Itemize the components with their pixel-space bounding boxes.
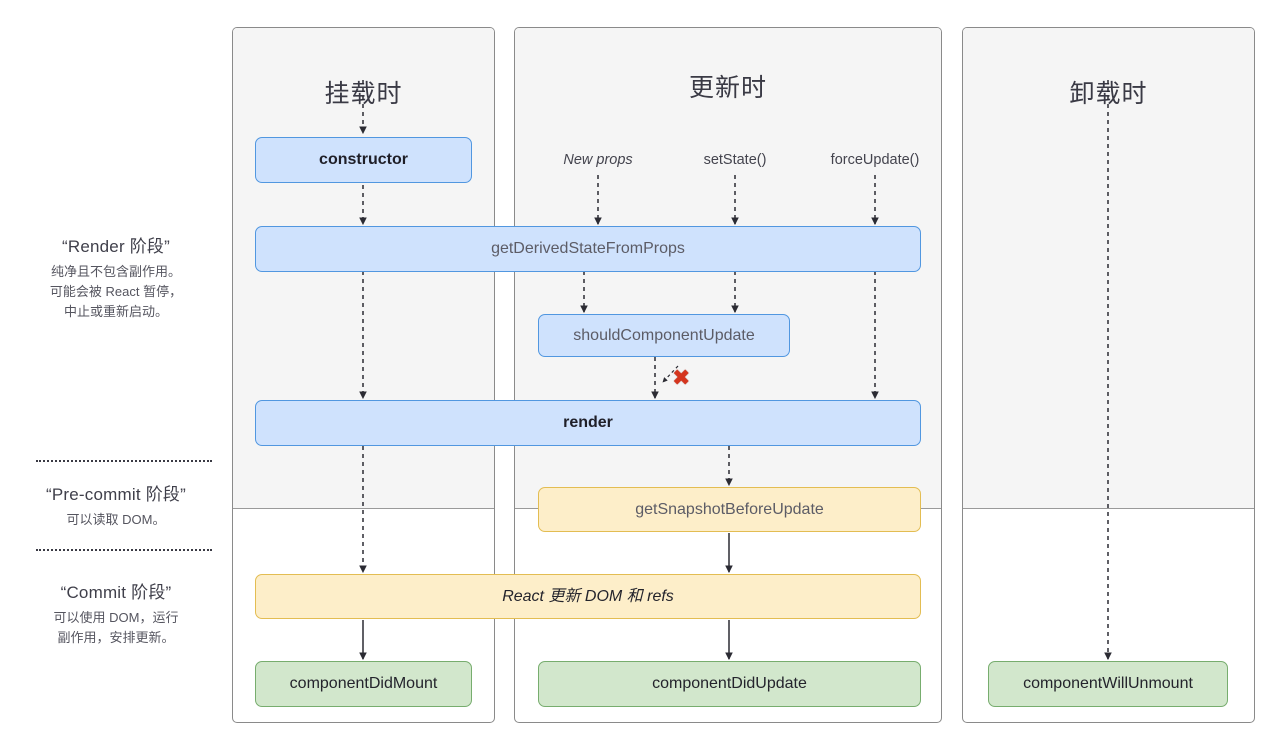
legend-commit-phase: “Commit 阶段” 可以使用 DOM，运行副作用，安排更新。 [8,578,224,648]
legend-pre-commit-phase: “Pre-commit 阶段” 可以读取 DOM。 [8,480,224,530]
node-react-updates-dom-and-refs[interactable]: React 更新 DOM 和 refs [255,574,921,619]
node-constructor[interactable]: constructor [255,137,472,183]
node-render[interactable]: render [255,400,921,446]
legend-body: 可以读取 DOM。 [66,512,166,527]
node-component-did-mount[interactable]: componentDidMount [255,661,472,707]
trigger-set-state: setState() [703,152,767,168]
column-title: 更新时 [688,74,767,102]
legend-render-phase: “Render 阶段” 纯净且不包含副作用。可能会被 React 暂停，中止或重… [8,232,224,322]
column-unmounting: 卸载时 [962,27,1255,723]
legend-body: 纯净且不包含副作用。可能会被 React 暂停，中止或重新启动。 [49,264,183,319]
node-component-did-update[interactable]: componentDidUpdate [538,661,921,707]
trigger-force-update: forceUpdate() [830,152,920,168]
trigger-new-props: New props [563,152,633,168]
column-title: 卸载时 [1069,80,1148,108]
node-get-snapshot-before-update[interactable]: getSnapshotBeforeUpdate [538,487,921,532]
legend-divider-bottom [36,549,212,551]
legend-title: “Render 阶段” [61,237,170,256]
node-get-derived-state-from-props[interactable]: getDerivedStateFromProps [255,226,921,272]
legend-title: “Pre-commit 阶段” [46,485,186,504]
legend-body: 可以使用 DOM，运行副作用，安排更新。 [53,610,179,645]
node-component-will-unmount[interactable]: componentWillUnmount [988,661,1228,707]
node-should-component-update[interactable]: shouldComponentUpdate [538,314,790,357]
legend-divider-top [36,460,212,462]
column-title: 挂载时 [324,80,403,108]
legend-title: “Commit 阶段” [60,583,172,602]
skip-update-x-icon: ✖ [672,366,691,391]
